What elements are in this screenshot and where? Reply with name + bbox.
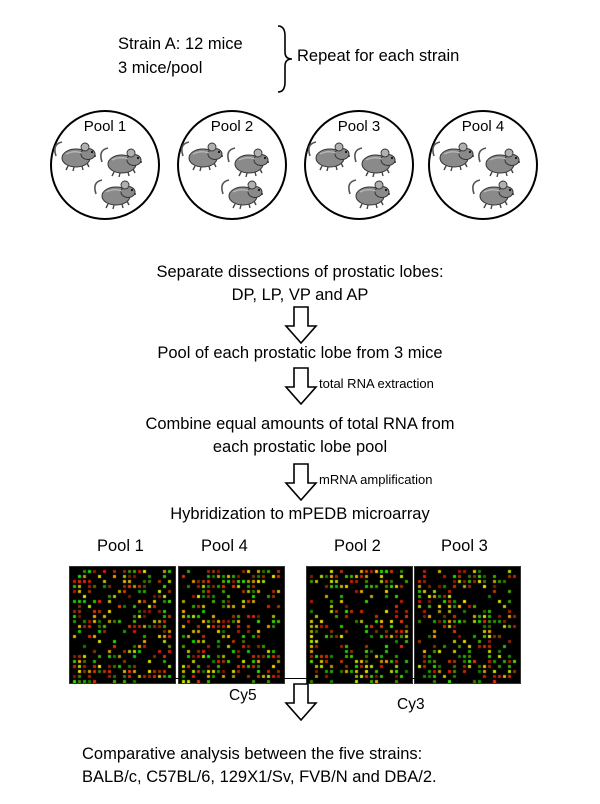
hollow-down-arrow-icon [284, 683, 318, 721]
pool-4-circle: Pool 4 [428, 110, 538, 220]
mouse-icon [478, 147, 521, 178]
cy3-label: Cy3 [397, 696, 425, 713]
combine-text-line2: each prostatic lobe pool [212, 438, 388, 456]
microarray-image [414, 566, 521, 684]
mouse-icon [221, 179, 264, 210]
mouse-icon [432, 141, 475, 172]
mouse-icon [94, 179, 137, 210]
pool-1-label: Pool 1 [83, 118, 127, 135]
mouse-icon [54, 141, 97, 172]
mrna-amplification-label: mRNA amplification [319, 472, 433, 487]
mouse-icon [354, 147, 397, 178]
array-label-pool-4: Pool 4 [201, 537, 248, 555]
pool-1-circle: Pool 1 [50, 110, 160, 220]
right-curly-brace-icon [277, 25, 293, 93]
mouse-icon [100, 147, 143, 178]
combine-text-line1: Combine equal amounts of total RNA from [145, 415, 455, 433]
pool-4-label: Pool 4 [461, 118, 505, 135]
divider-line [97, 678, 509, 679]
pool-3-circle: Pool 3 [304, 110, 414, 220]
pool-3-label: Pool 3 [337, 118, 381, 135]
array-label-pool-1: Pool 1 [97, 537, 144, 555]
hollow-down-arrow-icon [284, 306, 318, 344]
dissection-text-line2: DP, LP, VP and AP [231, 286, 369, 304]
strain-count-text: Strain A: 12 mice [118, 35, 243, 53]
mouse-icon [181, 141, 224, 172]
array-label-pool-2: Pool 2 [334, 537, 381, 555]
conclusion-line1: Comparative analysis between the five st… [82, 745, 423, 763]
hybridization-text: Hybridization to mPEDB microarray [170, 505, 430, 523]
microarray-image [69, 566, 176, 684]
mouse-icon [227, 147, 270, 178]
hollow-down-arrow-icon [284, 367, 318, 405]
hollow-down-arrow-icon [284, 463, 318, 501]
microarray-image [306, 566, 413, 684]
array-label-pool-3: Pool 3 [441, 537, 488, 555]
mouse-icon [348, 179, 391, 210]
mice-per-pool-text: 3 mice/pool [118, 59, 203, 77]
dissection-text-line1: Separate dissections of prostatic lobes: [156, 263, 444, 281]
pool-lobe-text: Pool of each prostatic lobe from 3 mice [157, 344, 443, 362]
microarray-image [178, 566, 285, 684]
repeat-note: Repeat for each strain [297, 47, 460, 65]
cy5-label: Cy5 [229, 687, 257, 704]
mouse-icon [472, 179, 515, 210]
pool-2-circle: Pool 2 [177, 110, 287, 220]
pool-2-label: Pool 2 [210, 118, 254, 135]
mouse-icon [308, 141, 351, 172]
rna-extraction-label: total RNA extraction [319, 376, 434, 391]
conclusion-line2: BALB/c, C57BL/6, 129X1/Sv, FVB/N and DBA… [82, 768, 437, 786]
